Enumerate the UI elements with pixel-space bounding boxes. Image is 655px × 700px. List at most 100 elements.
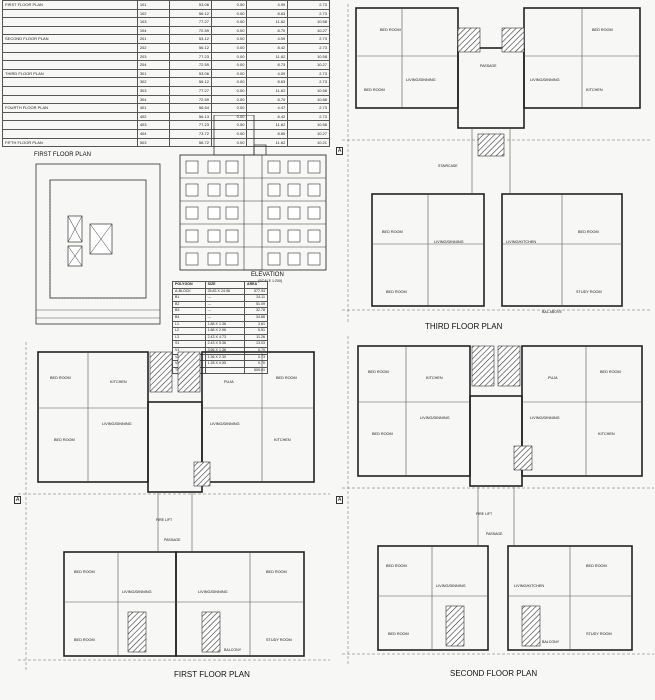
room-label: LIVING/DINNING <box>122 590 152 594</box>
area-table-cell: 203 <box>136 51 171 62</box>
elevation-window <box>225 206 239 220</box>
room-label: KITCHEN <box>426 376 443 380</box>
area-table-cell: 11.62 <box>246 51 289 62</box>
area-table-cell: 4.47 <box>246 103 289 113</box>
elevation-window <box>225 229 239 243</box>
third-floor-title: THIRD FLOOR PLAN <box>425 322 503 331</box>
elevation-window <box>307 206 321 220</box>
elevation-window <box>267 252 281 266</box>
first-floor-plan: BED ROOM KITCHEN BED ROOM PUJA LIVING/DI… <box>18 342 330 672</box>
elevation-window <box>185 183 199 197</box>
elevation-title: ELEVATION <box>251 272 284 278</box>
polygon-table-cell: 577.93 <box>243 287 269 296</box>
room-label: LIVING/DINNING <box>530 78 560 82</box>
area-table-cell: 2.73 <box>287 103 330 113</box>
polygon-table-cell: B3 <box>172 307 206 315</box>
area-table-cell: 204 <box>136 60 171 70</box>
elevation-window <box>207 206 221 220</box>
area-table-cell: 302 <box>136 77 171 87</box>
area-table-cell: 404 <box>136 128 171 139</box>
elevation-scale: (SCALE 1:200) <box>258 279 283 283</box>
polygon-table-cell: 1.88 X 1.36 <box>204 320 245 329</box>
polygon-table-cell: --- <box>204 307 245 315</box>
polygon-table-row: B1---24.11 <box>172 294 269 302</box>
elevation-window <box>185 229 199 243</box>
elevation-window <box>307 183 321 197</box>
polygon-table-cell: --- <box>204 300 245 309</box>
area-table-cell: 11.62 <box>246 17 289 27</box>
area-table-cell: 10.21 <box>287 137 330 148</box>
area-table-cell: 0.00 <box>210 0 248 10</box>
room-label: BED ROOM <box>368 370 389 374</box>
room-label: STAIRCASE <box>438 164 458 168</box>
room-label: KITCHEN <box>274 438 291 442</box>
elevation-window <box>307 229 321 243</box>
room-label: BED ROOM <box>74 570 95 574</box>
area-table-cell: 2.73 <box>287 34 330 44</box>
area-table-cell <box>2 25 138 36</box>
area-table-cell: 10.58 <box>287 51 330 62</box>
elevation-window <box>267 229 281 243</box>
area-table-cell: 104 <box>136 25 171 36</box>
elevation-window <box>267 160 281 174</box>
first-floor-walls <box>18 342 330 672</box>
area-table-cell: FIRST FLOOR PLAN <box>2 0 138 10</box>
area-table-cell: 72.59 <box>169 94 212 105</box>
area-table-cell: 2.73 <box>287 68 330 79</box>
area-table-cell: SECOND FLOOR PLAN <box>2 34 138 44</box>
area-table-cell <box>2 85 138 96</box>
room-label: BED ROOM <box>74 638 95 642</box>
polygon-table-cell: 32.78 <box>243 307 269 315</box>
room-label: BED ROOM <box>388 632 409 636</box>
area-table-cell <box>2 120 138 130</box>
key-plan-drawing <box>35 163 161 325</box>
elevation-window <box>287 252 301 266</box>
area-table-cell: 0.00 <box>210 25 248 36</box>
room-label: LIVING/DINNING <box>436 584 466 588</box>
elevation-window <box>225 252 239 266</box>
room-label: BALCONY <box>224 648 242 652</box>
area-table-cell: THIRD FLOOR PLAN <box>2 68 138 79</box>
area-table-cell: 10.58 <box>287 85 330 96</box>
second-floor-title: SECOND FLOOR PLAN <box>450 669 538 678</box>
room-label: BED ROOM <box>50 376 71 380</box>
room-label: KITCHEN <box>586 88 603 92</box>
elevation-window <box>307 252 321 266</box>
first-floor-title: FIRST FLOOR PLAN <box>174 670 250 679</box>
room-label: LIVING/DINNING <box>406 78 436 82</box>
polygon-table-header-cell: AREA <box>243 281 269 289</box>
polygon-table-cell: 2.43 X 4.73 <box>204 333 245 342</box>
area-table-cell: 8.63 <box>246 77 289 87</box>
section-marker: A <box>336 496 344 504</box>
area-table-cell: 8.42 <box>246 42 289 53</box>
area-table-cell: 2.73 <box>287 42 330 53</box>
area-table-cell <box>2 128 138 139</box>
elevation-window <box>267 206 281 220</box>
elevation-window <box>267 183 281 197</box>
area-table-cell: 403 <box>136 120 171 130</box>
room-label: STUDY ROOM <box>586 632 612 636</box>
area-table-cell: 2.73 <box>287 0 330 10</box>
area-table-cell: 4.09 <box>246 0 289 10</box>
area-table-cell: 8.63 <box>246 8 289 19</box>
polygon-table-cell: 24.11 <box>243 294 269 302</box>
room-label: LIVING/KITCHEN <box>506 240 537 244</box>
area-table-cell <box>2 77 138 87</box>
area-table-cell: 77.27 <box>169 17 212 27</box>
elevation-window <box>207 229 221 243</box>
polygon-table-cell: --- <box>204 294 245 302</box>
polygon-table-cell: --- <box>204 313 245 322</box>
room-label: BED ROOM <box>266 570 287 574</box>
area-table-cell: 0.00 <box>210 77 248 87</box>
polygon-table-cell: B2 <box>172 300 206 309</box>
area-table-cell <box>2 94 138 105</box>
area-table-cell: 10.88 <box>287 94 330 105</box>
room-label: LIVING/DINNING <box>198 590 228 594</box>
